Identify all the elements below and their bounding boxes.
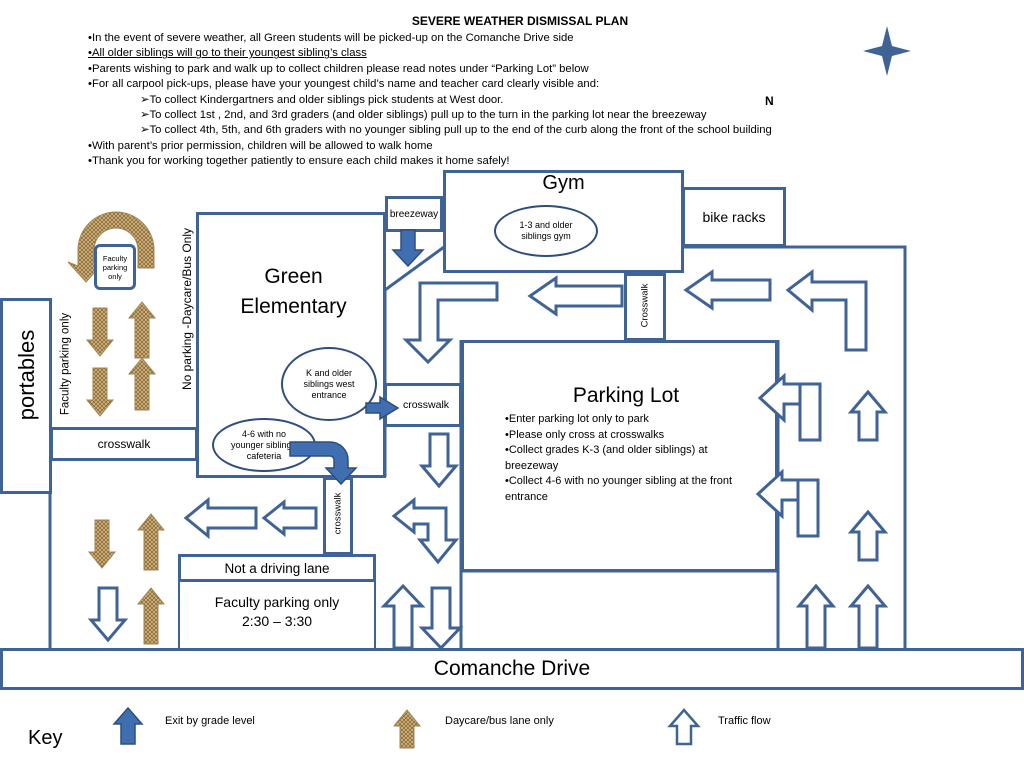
note-item: •Thank you for working together patientl…	[88, 155, 510, 168]
parking-lot-notes: •Enter parking lot only to park •Please …	[505, 412, 745, 505]
crosswalk-top	[624, 273, 666, 341]
gym-oval-label: 1-3 and older siblings gym	[519, 220, 573, 241]
breezeway-label: breezeway	[389, 208, 439, 220]
portables-building	[0, 298, 52, 494]
faculty-lot-label: Faculty parking only 2:30 – 3:30	[178, 593, 376, 631]
note-item: •For all carpool pick-ups, please have y…	[88, 78, 600, 91]
bus-arrow-up-icon	[136, 513, 166, 571]
traffic-turn-arrow-icon	[391, 496, 460, 565]
note-item: •Parents wishing to park and walk up to …	[88, 62, 589, 75]
traffic-arrow-left-icon	[261, 498, 318, 538]
key-title: Key	[28, 727, 63, 749]
street-label: Comanche Drive	[433, 657, 591, 680]
crosswalk-left: crosswalk	[50, 427, 198, 461]
school-name-line: Green	[264, 265, 323, 288]
instructions-list: •In the event of severe weather, all Gre…	[88, 31, 772, 170]
note-item: •With parent’s prior permission, childre…	[88, 139, 433, 152]
traffic-arrow-up-icon	[380, 583, 426, 650]
parking-note: •Please only cross at crosswalks	[505, 428, 665, 441]
crosswalk-label: crosswalk	[97, 437, 151, 451]
bike-racks: bike racks	[682, 187, 786, 247]
faculty-lot-line: Faculty parking only	[214, 594, 340, 610]
gym-siblings-oval: 1-3 and older siblings gym	[494, 205, 598, 257]
page-title: SEVERE WEATHER DISMISSAL PLAN	[411, 14, 629, 28]
traffic-turn-arrow-icon	[755, 468, 820, 538]
traffic-arrow-left-icon	[683, 269, 772, 311]
gym-label: Gym	[542, 172, 585, 194]
parking-note: •Collect 4-6 with no younger sibling at …	[505, 475, 733, 503]
traffic-arrow-key-icon	[667, 708, 701, 746]
note-item: •In the event of severe weather, all Gre…	[88, 32, 574, 44]
school-name: Green Elementary	[196, 262, 391, 322]
key-daycare-label: Daycare/bus lane only	[445, 715, 554, 727]
bus-arrow-up-icon	[136, 587, 166, 645]
k-siblings-oval: K and older siblings west entrance	[281, 347, 377, 421]
traffic-arrow-up-icon	[847, 509, 889, 562]
traffic-turn-arrow-icon	[785, 269, 868, 352]
bus-arrow-up-icon	[127, 301, 157, 359]
bus-arrow-down-icon	[85, 367, 115, 417]
traffic-arrow-down-icon	[87, 586, 129, 643]
traffic-turn-arrow-icon	[402, 281, 499, 365]
crosswalk-middle-label: crosswalk	[402, 399, 450, 411]
key-traffic-label: Traffic flow	[718, 715, 771, 727]
bus-arrow-up-icon	[127, 357, 157, 411]
cafeteria-oval: 4-6 with no younger sibling - cafeteria	[212, 418, 316, 472]
crosswalk-middle	[384, 383, 462, 427]
key-exit-label: Exit by grade level	[165, 715, 255, 727]
comanche-drive: Comanche Drive	[0, 648, 1024, 690]
traffic-arrow-up-icon	[847, 389, 889, 442]
cafeteria-oval-label: 4-6 with no younger sibling - cafeteria	[230, 428, 298, 461]
parking-note: •Collect grades K-3 (and older siblings)…	[505, 444, 708, 472]
parking-note: •Enter parking lot only to park	[505, 413, 649, 425]
traffic-arrow-down-icon	[418, 586, 464, 651]
k-oval-label: K and older siblings west entrance	[303, 367, 355, 400]
exit-arrow-down-icon	[391, 229, 425, 268]
north-label: N	[765, 94, 774, 108]
faculty-only-sign: Faculty parking only	[94, 244, 136, 290]
traffic-turn-arrow-icon	[757, 372, 822, 442]
note-item: ➢To collect 1st , 2nd, and 3rd graders (…	[140, 108, 707, 121]
note-item: ➢To collect Kindergartners and older sib…	[140, 93, 504, 106]
exit-curve-arrow-icon	[289, 441, 358, 486]
note-item: •All older siblings will go to their you…	[88, 46, 772, 61]
not-driving-lane: Not a driving lane	[178, 554, 376, 582]
note-text: •All older siblings will go to their you…	[88, 47, 367, 60]
bike-racks-label: bike racks	[702, 209, 766, 225]
bus-arrow-key-icon	[392, 709, 422, 749]
not-driving-lane-label: Not a driving lane	[224, 560, 330, 576]
exit-arrow-right-icon	[365, 395, 400, 421]
bus-arrow-down-icon	[87, 519, 117, 569]
traffic-arrow-down-icon	[418, 432, 460, 489]
parking-lot-title: Parking Lot	[572, 384, 680, 407]
traffic-arrow-left-icon	[183, 496, 258, 540]
parking-lot	[461, 340, 778, 572]
faculty-lot-line: 2:30 – 3:30	[241, 613, 313, 629]
note-item: ➢To collect 4th, 5th, and 6th graders wi…	[140, 124, 772, 137]
traffic-arrow-left-icon	[527, 275, 624, 317]
traffic-arrow-up-icon	[795, 583, 837, 650]
faculty-only-sign-label: Faculty parking only	[102, 253, 128, 281]
bus-arrow-down-icon	[85, 307, 115, 357]
school-name-line: Elementary	[240, 295, 347, 318]
exit-arrow-key-icon	[112, 706, 144, 745]
traffic-arrow-up-icon	[847, 583, 889, 650]
